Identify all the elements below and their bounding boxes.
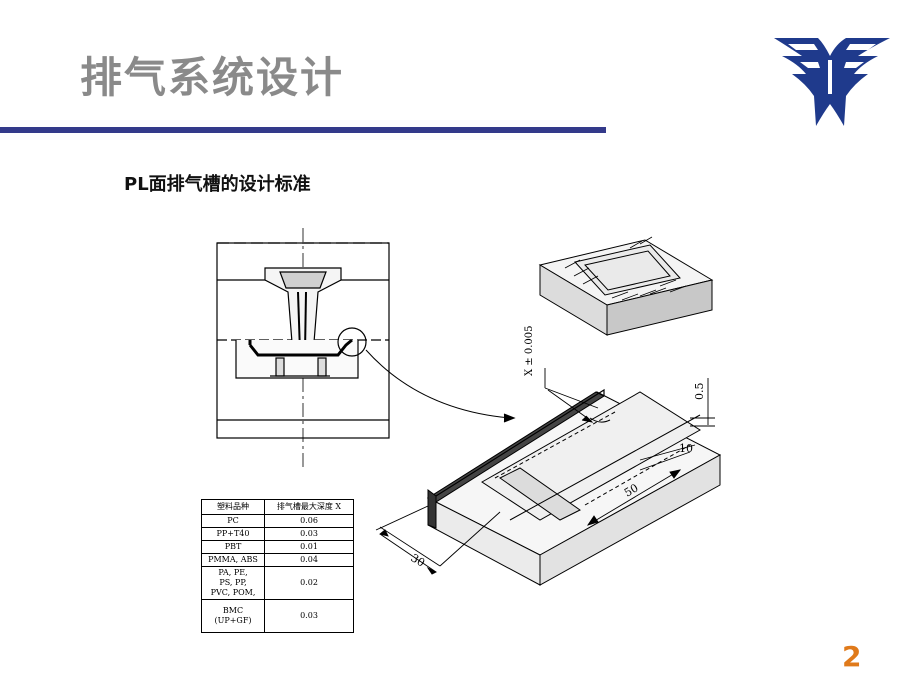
part-isometric-view bbox=[538, 236, 714, 336]
table-header-material: 塑料品种 bbox=[201, 499, 265, 515]
table-row: PC 0.06 bbox=[201, 514, 354, 528]
page-number: 2 bbox=[842, 640, 862, 673]
depth-cell: 0.04 bbox=[264, 553, 354, 567]
table-row: BMC (UP+GF) 0.03 bbox=[201, 599, 354, 633]
material-cell: PMMA, ABS bbox=[201, 553, 265, 567]
dim-tolerance-label: X ± 0.005 bbox=[524, 326, 535, 376]
vent-depth-table: 塑料品种 排气槽最大深度 X PC 0.06 PP+T40 0.03 PBT 0… bbox=[201, 499, 354, 633]
table-row: PMMA, ABS 0.04 bbox=[201, 553, 354, 567]
dim-10-label: 10 bbox=[679, 442, 693, 455]
material-cell: BMC (UP+GF) bbox=[201, 599, 265, 633]
slide-title: 排气系统设计 bbox=[80, 53, 345, 102]
material-line: (UP+GF) bbox=[214, 616, 252, 625]
mold-section-view bbox=[216, 228, 516, 470]
material-line: BMC bbox=[222, 606, 244, 615]
table-header-depth: 排气槽最大深度 X bbox=[264, 499, 354, 515]
title-underline bbox=[0, 127, 606, 133]
depth-cell: 0.01 bbox=[264, 540, 354, 554]
section-subtitle: PL面排气槽的设计标准 bbox=[124, 174, 311, 195]
vent-detail-view bbox=[426, 388, 722, 586]
dim-50-label: 50 bbox=[622, 481, 641, 499]
material-line: PS, PP, bbox=[219, 578, 247, 587]
depth-cell: 0.03 bbox=[264, 599, 354, 633]
material-cell: PC bbox=[201, 514, 265, 528]
depth-cell: 0.03 bbox=[264, 527, 354, 541]
depth-cell: 0.06 bbox=[264, 514, 354, 528]
material-cell: PP+T40 bbox=[201, 527, 265, 541]
dimension-lines bbox=[375, 368, 715, 575]
material-line: PA, PE, bbox=[218, 568, 248, 577]
eagle-logo-icon bbox=[774, 38, 890, 126]
dim-depth-label: 0.5 bbox=[693, 383, 706, 401]
depth-cell: 0.02 bbox=[264, 566, 354, 600]
table-row: PP+T40 0.03 bbox=[201, 527, 354, 541]
dim-30-label: 30 bbox=[409, 551, 428, 569]
material-cell: PBT bbox=[201, 540, 265, 554]
material-cell: PA, PE, PS, PP, PVC, POM, bbox=[201, 566, 265, 600]
table-row: PBT 0.01 bbox=[201, 540, 354, 554]
material-line: PVC, POM, bbox=[210, 588, 256, 597]
table-row: PA, PE, PS, PP, PVC, POM, 0.02 bbox=[201, 566, 354, 600]
